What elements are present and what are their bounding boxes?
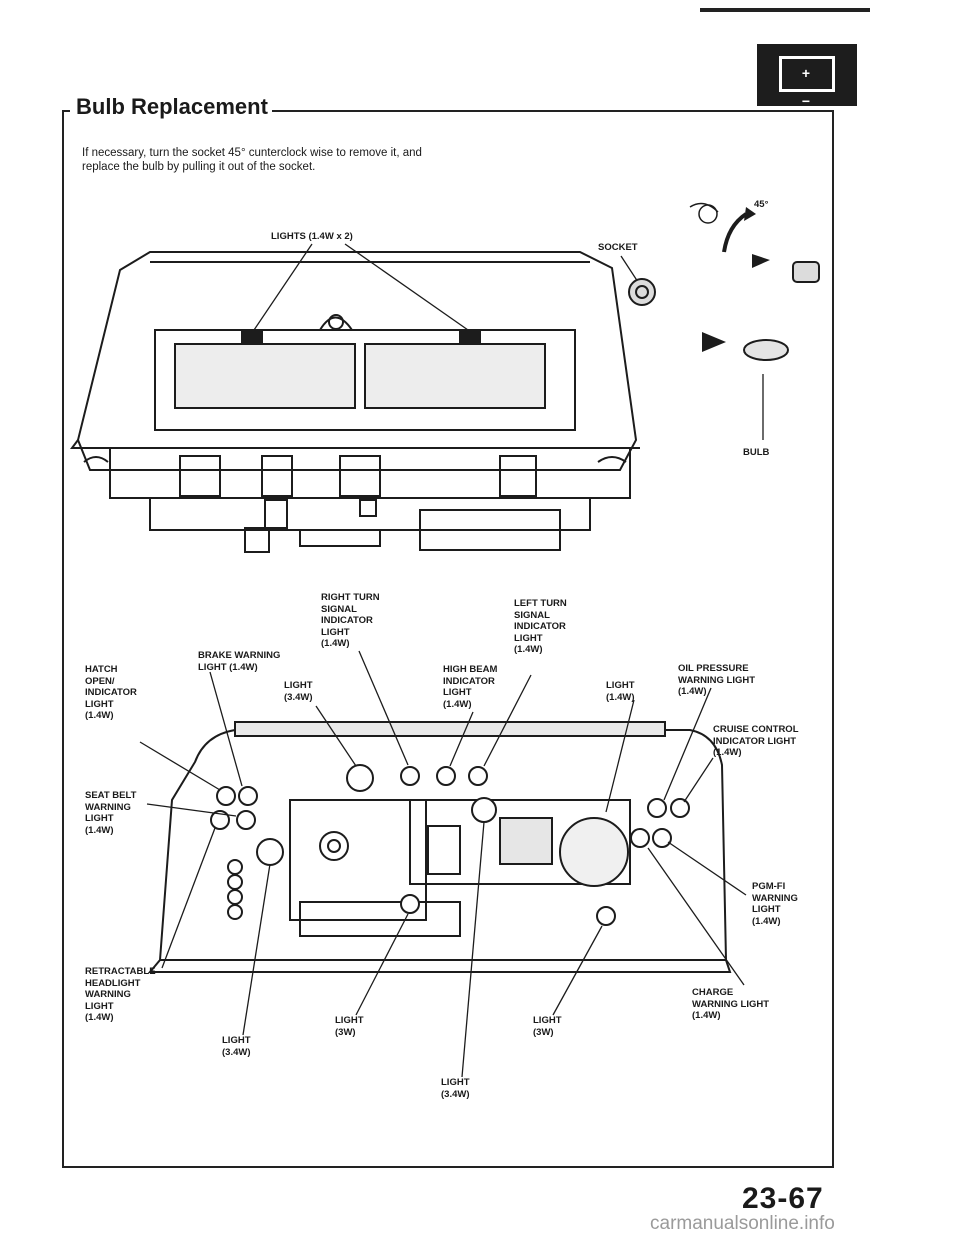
lights-label: LIGHTS (1.4W x 2) — [271, 231, 353, 242]
label-retractable-headlight: RETRACTABLE HEADLIGHT WARNING LIGHT (1.4… — [85, 966, 156, 1023]
socket-and-bulb-detail — [628, 202, 820, 361]
callout-leaders — [139, 650, 747, 1078]
label-light-3-4w-bottom-center: LIGHT (3.4W) — [441, 1077, 470, 1100]
label-cruise-control: CRUISE CONTROL INDICATOR LIGHT (1.4W) — [713, 724, 799, 758]
label-hatch-open: HATCH OPEN/ INDICATOR LIGHT (1.4W) — [85, 664, 137, 721]
battery-section-icon: + − — [757, 44, 857, 109]
top-figure-leaders — [253, 243, 764, 440]
label-high-beam: HIGH BEAM INDICATOR LIGHT (1.4W) — [443, 664, 498, 710]
cluster-rear-view — [147, 721, 732, 973]
battery-symbol: + − — [779, 56, 835, 109]
page-number: 23-67 — [742, 1182, 824, 1215]
label-charge-warning: CHARGE WARNING LIGHT (1.4W) — [692, 987, 770, 1021]
content-frame — [62, 110, 834, 1168]
label-right-turn: RIGHT TURN SIGNAL INDICATOR LIGHT (1.4W) — [321, 592, 380, 649]
bulb-sockets — [210, 764, 690, 926]
label-light-3-4w-top: LIGHT (3.4W) — [284, 680, 313, 703]
label-light-3-4w-bottom-left: LIGHT (3.4W) — [222, 1035, 251, 1058]
label-oil-pressure: OIL PRESSURE WARNING LIGHT (1.4W) — [678, 663, 756, 697]
label-light-1-4w: LIGHT (1.4W) — [606, 680, 635, 703]
label-brake-warning: BRAKE WARNING LIGHT (1.4W) — [198, 650, 281, 673]
frame-top-left — [62, 110, 70, 112]
socket-label: SOCKET — [598, 242, 638, 253]
intro-text: If necessary, turn the socket 45° cunter… — [82, 147, 422, 173]
top-rule — [700, 8, 870, 12]
page-title: Bulb Replacement — [72, 94, 272, 120]
angle-label: 45° — [754, 199, 769, 210]
frame-top-rule — [272, 110, 834, 112]
label-light-3w-bottom-center: LIGHT (3W) — [335, 1015, 364, 1038]
bulb-label: BULB — [743, 447, 770, 458]
label-left-turn: LEFT TURN SIGNAL INDICATOR LIGHT (1.4W) — [514, 598, 567, 655]
cluster-top-view — [70, 251, 640, 553]
label-seat-belt: SEAT BELT WARNING LIGHT (1.4W) — [85, 790, 137, 836]
watermark: carmanualsonline.info — [650, 1213, 835, 1234]
label-pgm-fi: PGM-FI WARNING LIGHT (1.4W) — [752, 881, 798, 927]
label-light-3w-bottom-right: LIGHT (3W) — [533, 1015, 562, 1038]
